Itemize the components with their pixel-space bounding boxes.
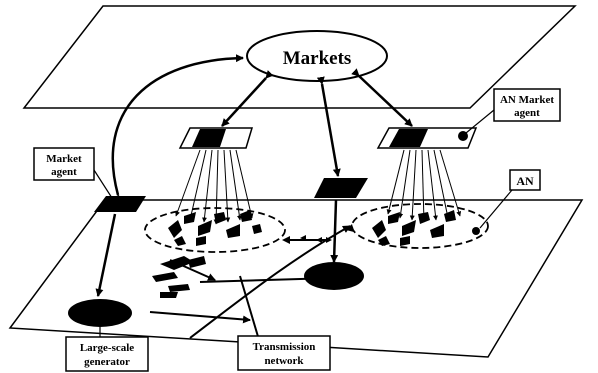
large-scale-generator-left (68, 299, 132, 327)
svg-text:generator: generator (84, 356, 130, 368)
markets-node: Markets (246, 30, 388, 82)
generator-center (304, 262, 364, 290)
svg-text:agent: agent (51, 166, 77, 178)
an-market-agent-label-box: AN Market agent (493, 88, 561, 122)
svg-text:Large-scale: Large-scale (80, 342, 134, 354)
an-label-pointer (479, 189, 513, 229)
arrow-markets-to-an-agent-right (351, 68, 413, 127)
an-market-agent-label-pointer (465, 109, 495, 134)
an-market-agent-left (178, 127, 254, 149)
large-scale-generator-label-box: Large-scale generator (65, 336, 149, 372)
market-agent-label-pointer (93, 169, 113, 199)
svg-text:agent: agent (514, 107, 540, 119)
an-market-agent-right (376, 127, 478, 149)
agent-links-right (386, 149, 462, 223)
svg-text:Transmission: Transmission (253, 341, 316, 353)
market-agent-label-box: Market agent (33, 147, 95, 181)
market-agent-block-center (314, 178, 368, 198)
agent-links-left (175, 149, 254, 225)
an-cluster-left (144, 207, 286, 253)
svg-text:Market: Market (46, 153, 82, 165)
arrow-markets-to-central-agent (316, 76, 341, 177)
an-devices-left (168, 210, 262, 246)
an-cluster-right (351, 203, 489, 249)
svg-text:network: network (264, 355, 304, 367)
svg-text:AN: AN (516, 174, 534, 188)
an-devices-right (372, 210, 480, 246)
transmission-network-label-box: Transmission network (237, 335, 331, 371)
markets-label: Markets (283, 48, 352, 69)
svg-text:AN Market: AN Market (500, 94, 554, 106)
an-label-box: AN (509, 169, 541, 191)
arrow-market-agent-to-generator (95, 213, 117, 297)
arrow-markets-to-an-agent-left (221, 70, 274, 127)
arrow-central-agent-to-generator (330, 199, 339, 263)
arrow-market-agent-to-markets (111, 54, 244, 203)
load-devices-center (152, 256, 206, 298)
transmission-arrows-small (282, 224, 354, 244)
